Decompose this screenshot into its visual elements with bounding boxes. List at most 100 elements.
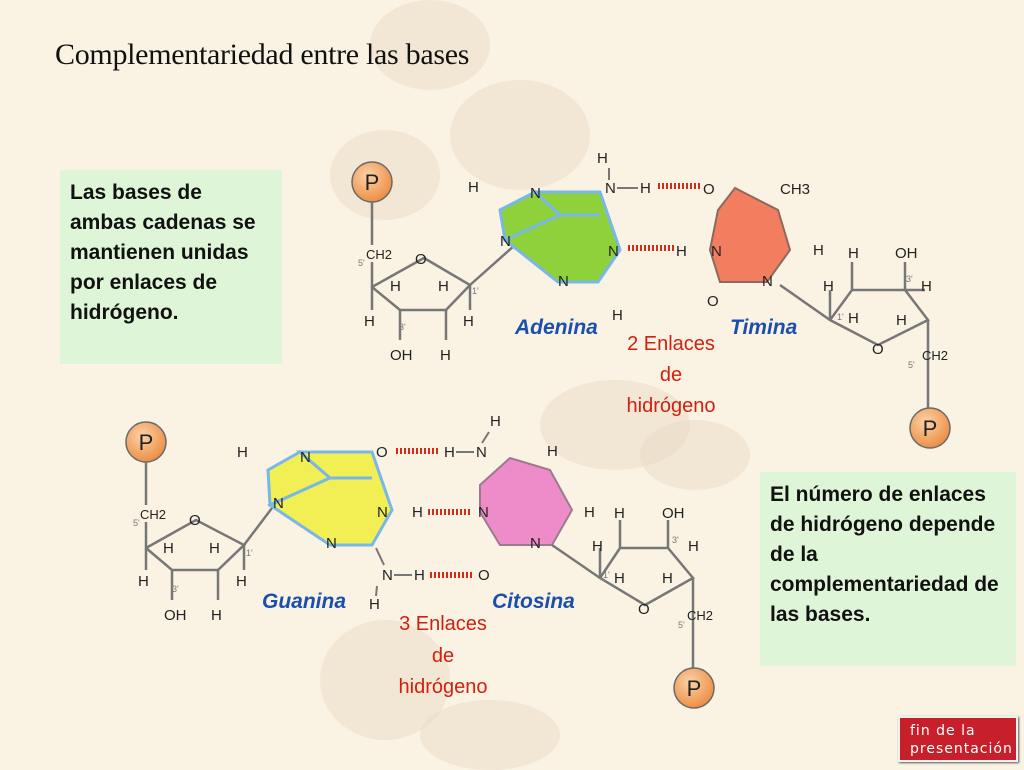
background-texture bbox=[450, 80, 590, 190]
svg-text:H: H bbox=[412, 504, 423, 521]
thymine-molecule bbox=[708, 186, 792, 283]
svg-text:OH: OH bbox=[164, 607, 187, 624]
svg-text:P: P bbox=[923, 416, 938, 441]
guanine-molecule bbox=[266, 450, 394, 547]
adenine-molecule bbox=[498, 190, 622, 284]
svg-text:H: H bbox=[364, 313, 375, 330]
svg-text:hidrógeno: hidrógeno bbox=[399, 676, 488, 698]
bond-count-label-2: 3 Enlaces bbox=[399, 613, 487, 635]
svg-text:H: H bbox=[414, 567, 425, 584]
svg-text:5': 5' bbox=[678, 620, 685, 630]
svg-text:H: H bbox=[438, 278, 449, 295]
phosphate-bottom-left: P bbox=[125, 421, 167, 463]
svg-text:N: N bbox=[530, 185, 541, 202]
svg-text:O: O bbox=[415, 251, 427, 268]
position-label: 5' bbox=[358, 258, 365, 268]
svg-text:N: N bbox=[500, 233, 511, 250]
svg-text:H: H bbox=[444, 444, 455, 461]
svg-text:OH: OH bbox=[895, 245, 918, 262]
svg-text:OH: OH bbox=[390, 347, 413, 364]
svg-text:H: H bbox=[813, 242, 824, 259]
background-texture bbox=[640, 420, 750, 490]
svg-text:H: H bbox=[163, 540, 174, 557]
sugar-ring-4 bbox=[551, 520, 695, 670]
svg-text:O: O bbox=[703, 181, 715, 198]
end-presentation-button[interactable]: fin de la presentación bbox=[898, 716, 1018, 762]
svg-text:CH2: CH2 bbox=[687, 608, 713, 623]
svg-text:H: H bbox=[547, 443, 558, 460]
svg-text:H: H bbox=[390, 278, 401, 295]
svg-text:1': 1' bbox=[472, 286, 479, 296]
svg-text:OH: OH bbox=[662, 505, 685, 522]
svg-text:3': 3' bbox=[906, 274, 913, 284]
svg-text:N: N bbox=[762, 273, 773, 290]
svg-text:CH2: CH2 bbox=[140, 507, 166, 522]
svg-text:H: H bbox=[848, 310, 859, 327]
background-texture bbox=[370, 0, 490, 90]
svg-text:3': 3' bbox=[399, 322, 406, 332]
svg-text:H: H bbox=[468, 179, 479, 196]
svg-text:H: H bbox=[236, 573, 247, 590]
svg-text:P: P bbox=[139, 430, 154, 455]
svg-text:N: N bbox=[476, 444, 487, 461]
svg-text:H: H bbox=[640, 180, 651, 197]
svg-text:H: H bbox=[463, 313, 474, 330]
svg-text:3': 3' bbox=[172, 584, 179, 594]
adenine-label: Adenina bbox=[514, 316, 598, 339]
svg-text:H: H bbox=[237, 444, 248, 461]
svg-text:P: P bbox=[365, 170, 380, 195]
svg-text:1': 1' bbox=[246, 548, 253, 558]
svg-text:O: O bbox=[478, 567, 490, 584]
sugar-ring-3 bbox=[144, 507, 273, 600]
svg-text:H: H bbox=[614, 570, 625, 587]
svg-text:N: N bbox=[300, 449, 311, 466]
svg-text:P: P bbox=[687, 676, 702, 701]
svg-text:N: N bbox=[273, 495, 284, 512]
svg-text:H: H bbox=[597, 150, 608, 167]
svg-text:H: H bbox=[584, 504, 595, 521]
svg-text:H: H bbox=[490, 413, 501, 430]
svg-text:H: H bbox=[921, 278, 932, 295]
svg-text:O: O bbox=[376, 444, 388, 461]
svg-text:H: H bbox=[440, 347, 451, 364]
svg-text:O: O bbox=[189, 512, 201, 529]
svg-text:1': 1' bbox=[603, 570, 610, 580]
svg-text:5': 5' bbox=[908, 360, 915, 370]
left-info-box: Las bases de ambas cadenas se mantienen … bbox=[60, 170, 282, 364]
svg-text:N: N bbox=[530, 535, 541, 552]
svg-text:de: de bbox=[660, 364, 682, 386]
svg-text:H: H bbox=[369, 596, 380, 613]
svg-text:CH3: CH3 bbox=[780, 181, 810, 198]
svg-text:N: N bbox=[608, 243, 619, 260]
svg-text:O: O bbox=[707, 293, 719, 310]
svg-text:N: N bbox=[558, 273, 569, 290]
thymine-label: Timina bbox=[730, 316, 798, 339]
right-info-box: El número de enlaces de hidrógeno depend… bbox=[760, 472, 1016, 666]
svg-text:N: N bbox=[377, 504, 388, 521]
svg-text:H: H bbox=[688, 538, 699, 555]
sugar-ring-2 bbox=[779, 262, 930, 410]
ch2-label: CH2 bbox=[366, 247, 392, 262]
svg-text:3': 3' bbox=[672, 535, 679, 545]
svg-text:N: N bbox=[382, 567, 393, 584]
svg-text:de: de bbox=[432, 645, 454, 667]
svg-text:H: H bbox=[211, 607, 222, 624]
svg-text:CH2: CH2 bbox=[922, 348, 948, 363]
svg-text:H: H bbox=[848, 245, 859, 262]
bond-count-label-1: 2 Enlaces bbox=[627, 333, 715, 355]
end-button-line1: fin de la bbox=[910, 723, 976, 739]
svg-text:N: N bbox=[605, 180, 616, 197]
phosphate-top-left: P bbox=[351, 161, 393, 203]
svg-text:H: H bbox=[592, 538, 603, 555]
svg-text:H: H bbox=[896, 312, 907, 329]
svg-text:1': 1' bbox=[837, 312, 844, 322]
svg-text:5': 5' bbox=[133, 518, 140, 528]
svg-text:H: H bbox=[823, 278, 834, 295]
phosphate-right: P bbox=[909, 407, 951, 449]
phosphate-bottom-right: P bbox=[673, 667, 715, 709]
guanine-label: Guanina bbox=[262, 590, 346, 613]
svg-text:H: H bbox=[614, 505, 625, 522]
svg-text:O: O bbox=[638, 601, 650, 618]
page-title: Complementariedad entre las bases bbox=[55, 38, 470, 71]
